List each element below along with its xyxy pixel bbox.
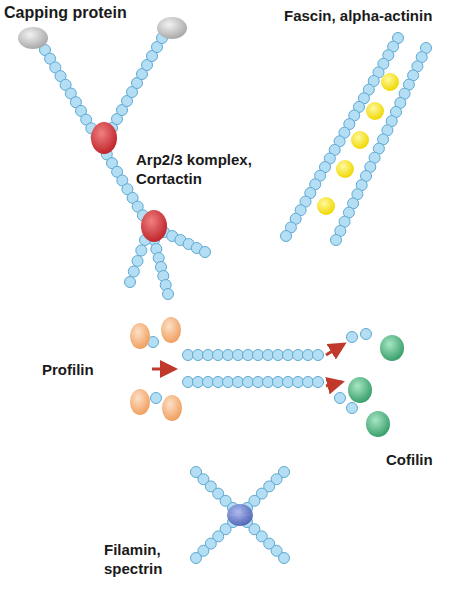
arp23-complex bbox=[141, 210, 167, 242]
protein-label: Fascin, alpha-actinin bbox=[284, 6, 432, 25]
profilin bbox=[161, 317, 181, 343]
actin-bead bbox=[191, 553, 202, 564]
actin-bead bbox=[223, 350, 234, 361]
actin-bead bbox=[303, 350, 314, 361]
protein-label: Arp2/3 komplex, Cortactin bbox=[136, 150, 268, 188]
fascin bbox=[366, 102, 384, 120]
actin-bead bbox=[136, 245, 147, 256]
arp23-complex bbox=[91, 122, 117, 154]
actin-bead bbox=[293, 377, 304, 388]
actin-bead bbox=[193, 377, 204, 388]
cofilin bbox=[366, 411, 390, 437]
actin-bead bbox=[293, 350, 304, 361]
actin-bead bbox=[128, 266, 139, 277]
actin-bead bbox=[151, 393, 162, 404]
actin-bead bbox=[183, 377, 194, 388]
actin-bead bbox=[281, 231, 292, 242]
protein-label: Filamin, spectrin bbox=[104, 540, 192, 578]
actin-bead bbox=[361, 329, 372, 340]
actin-bead bbox=[279, 553, 290, 564]
actin-bead bbox=[132, 256, 143, 267]
actin-bead bbox=[213, 350, 224, 361]
cofilin bbox=[348, 377, 372, 403]
profilin bbox=[130, 323, 150, 349]
protein-label: Cofilin bbox=[386, 450, 433, 469]
actin-bead bbox=[347, 403, 358, 414]
fascin bbox=[351, 131, 369, 149]
actin-bead bbox=[263, 350, 274, 361]
fascin bbox=[317, 197, 335, 215]
actin-bead bbox=[203, 377, 214, 388]
actin-bead bbox=[253, 350, 264, 361]
filamin bbox=[227, 504, 253, 526]
flow-arrow bbox=[326, 344, 344, 355]
actin-bead bbox=[283, 377, 294, 388]
actin-bead bbox=[193, 350, 204, 361]
actin-bead bbox=[213, 377, 224, 388]
actin-bead bbox=[223, 377, 234, 388]
actin-bead bbox=[303, 377, 314, 388]
actin-bead bbox=[263, 377, 274, 388]
actin-bead bbox=[125, 277, 136, 288]
flow-arrow bbox=[326, 382, 342, 386]
actin-bead bbox=[347, 332, 358, 343]
actin-bead bbox=[313, 350, 324, 361]
actin-bead bbox=[163, 289, 174, 300]
profilin bbox=[130, 389, 150, 415]
actin-bead bbox=[183, 350, 194, 361]
actin-bead bbox=[233, 350, 244, 361]
flow-arrow bbox=[152, 368, 175, 371]
actin-bead bbox=[243, 350, 254, 361]
protein-label: Profilin bbox=[42, 360, 94, 379]
capping-protein bbox=[18, 27, 48, 49]
fascin bbox=[381, 73, 399, 91]
cofilin bbox=[380, 335, 404, 361]
actin-bead bbox=[203, 350, 214, 361]
actin-bead bbox=[253, 377, 264, 388]
actin-bead bbox=[283, 350, 294, 361]
binding-proteins bbox=[18, 17, 404, 526]
actin-bead bbox=[273, 377, 284, 388]
actin-bead bbox=[313, 377, 324, 388]
actin-bead bbox=[233, 377, 244, 388]
protein-label: Capping protein bbox=[4, 3, 127, 22]
fascin bbox=[336, 160, 354, 178]
actin-bead bbox=[243, 377, 254, 388]
actin-bead bbox=[331, 235, 342, 246]
actin-bead bbox=[273, 350, 284, 361]
actin-bead bbox=[200, 247, 211, 258]
capping-protein bbox=[157, 17, 187, 39]
actin-filaments bbox=[40, 33, 432, 564]
actin-bead bbox=[335, 393, 346, 404]
profilin bbox=[162, 395, 182, 421]
